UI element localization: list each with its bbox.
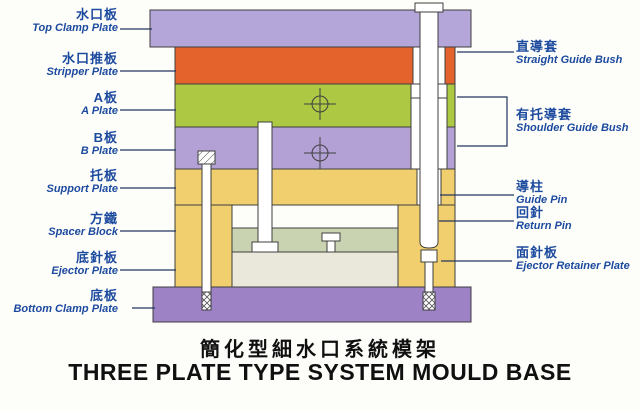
puller-pin [321, 232, 341, 253]
label-ejector-retainer-plate: 面針板 Ejector Retainer Plate [516, 246, 638, 273]
label-zh: 水口板 [75, 7, 118, 22]
label-en: Ejector Plate [51, 265, 118, 277]
guide-pin-head [414, 2, 444, 13]
label-shoulder-guide-bush: 有托導套 Shoulder Guide Bush [516, 108, 638, 135]
label-zh: 直導套 [516, 39, 559, 54]
label-return-pin: 回針 Return Pin [516, 206, 638, 233]
label-en: A Plate [81, 105, 118, 117]
label-zh: 方鐵 [89, 211, 118, 226]
center-pin-shaft [257, 121, 273, 243]
label-ejector-plate: 底針板 Ejector Plate [2, 251, 118, 278]
support-plate-shape [174, 168, 456, 206]
label-en: Support Plate [46, 183, 118, 195]
diagram-title-english: THREE PLATE TYPE SYSTEM MOULD BASE [68, 359, 572, 385]
label-spacer-block: 方鐵 Spacer Block [2, 212, 118, 239]
label-en: Stripper Plate [46, 66, 118, 78]
stripper-plate-shape [174, 46, 456, 85]
label-stripper-plate: 水口推板 Stripper Plate [2, 52, 118, 79]
screw-thread-hatch [201, 291, 212, 311]
label-zh: 回針 [516, 205, 545, 220]
label-support-plate: 托板 Support Plate [2, 169, 118, 196]
screw-shaft [201, 163, 212, 293]
label-en: Shoulder Guide Bush [516, 122, 629, 134]
diagram-title-chinese: 簡化型細水口系統模架 [200, 339, 440, 361]
leader-bracket [457, 96, 508, 147]
pins-and-bushes [197, 2, 448, 311]
guide-pin-shaft [419, 11, 439, 249]
centerline-marks [304, 88, 336, 169]
label-en: B Plate [80, 145, 118, 157]
b-plate-shape [174, 126, 456, 170]
center-pin-head [251, 241, 279, 253]
label-zh: 導柱 [516, 179, 545, 194]
label-zh: 托板 [89, 168, 118, 183]
label-en: Top Clamp Plate [32, 22, 118, 34]
guide-pin-assembly [410, 2, 448, 311]
label-zh: A板 [93, 90, 118, 105]
label-en: Bottom Clamp Plate [13, 303, 118, 315]
puller-pin-shaft [326, 239, 336, 253]
label-straight-guide-bush: 直導套 Straight Guide Bush [516, 40, 638, 67]
return-pin-head [420, 249, 438, 263]
label-en: Ejector Retainer Plate [516, 260, 630, 272]
socket-screw-left [197, 150, 216, 311]
label-zh: 面針板 [516, 245, 559, 260]
return-pin-screw-thread-hatch [422, 291, 436, 311]
screw-head-hatch [197, 150, 216, 165]
top-clamp-plate-shape [149, 9, 472, 48]
a-plate-shape [174, 83, 456, 128]
label-top-clamp-plate: 水口板 Top Clamp Plate [2, 8, 118, 35]
label-zh: 有托導套 [516, 107, 573, 122]
label-guide-pin: 導柱 Guide Pin [516, 180, 638, 207]
label-a-plate: A板 A Plate [2, 91, 118, 118]
label-en: Spacer Block [48, 226, 118, 238]
label-zh: 水口推板 [61, 51, 118, 66]
label-zh: 底針板 [75, 250, 118, 265]
label-en: Guide Pin [516, 194, 568, 206]
label-zh: B板 [93, 130, 118, 145]
return-pin-screw-shaft [424, 261, 434, 293]
ejector-plate-shape [231, 251, 399, 288]
leader-lines [120, 28, 514, 309]
label-b-plate: B板 B Plate [2, 131, 118, 158]
label-en: Return Pin [516, 220, 572, 232]
label-bottom-clamp-plate: 底板 Bottom Clamp Plate [2, 289, 118, 316]
center-pin [251, 121, 279, 253]
label-en: Straight Guide Bush [516, 54, 623, 66]
label-zh: 底板 [89, 288, 118, 303]
puller-pin-head [321, 232, 341, 242]
